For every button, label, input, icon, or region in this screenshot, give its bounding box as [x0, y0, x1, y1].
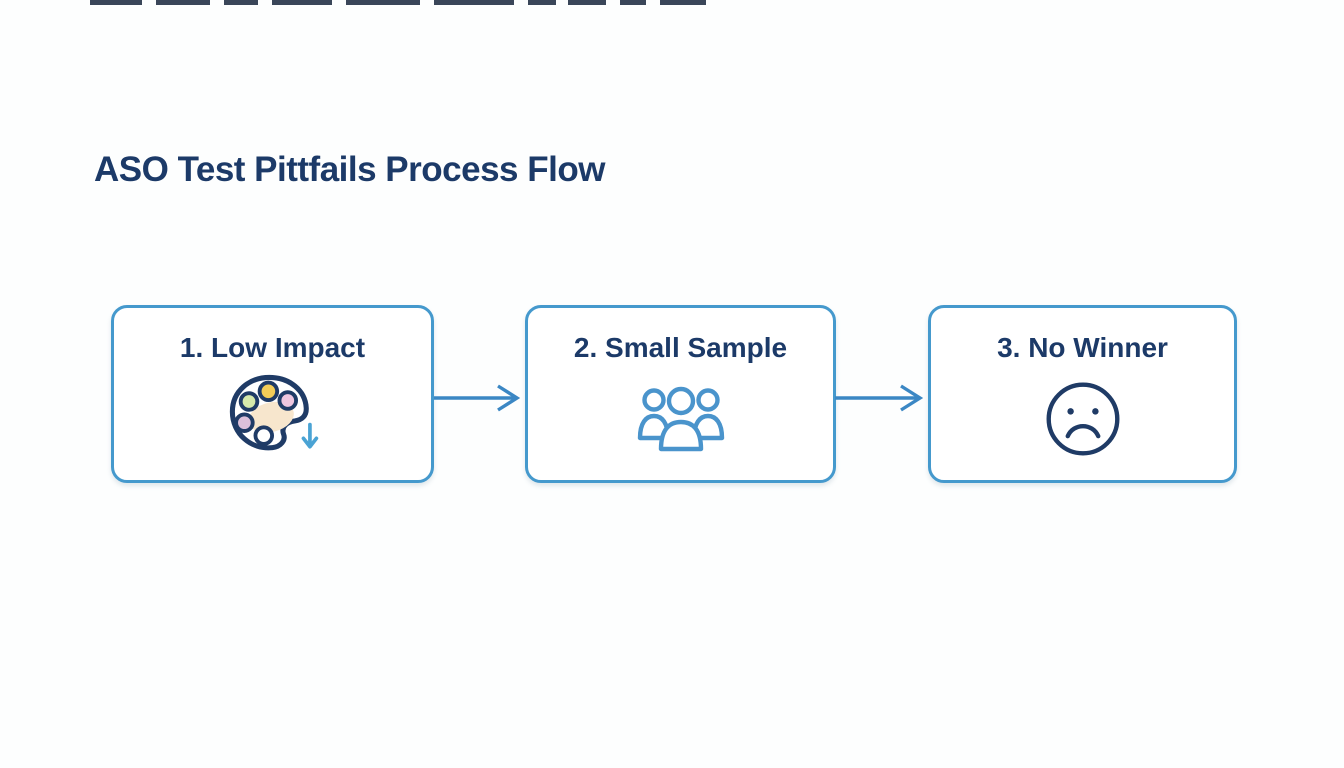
- step-box-low-impact: 1. Low Impact: [111, 305, 434, 483]
- clipped-text-fragment: [90, 0, 706, 5]
- arrow-down-icon: [301, 422, 318, 449]
- step-label: 3. No Winner: [997, 332, 1168, 363]
- palette-icon: [225, 358, 321, 480]
- page-title: ASO Test Pittfails Process Flow: [94, 150, 605, 189]
- step-box-small-sample: 2. Small Sample: [525, 305, 836, 483]
- step-box-no-winner: 3. No Winner: [928, 305, 1237, 483]
- sad-face-icon: [1043, 358, 1123, 480]
- step-label: 1. Low Impact: [179, 332, 366, 363]
- step-label: 2. Small Sample: [573, 332, 788, 363]
- people-icon: [637, 358, 725, 480]
- arrow-right-icon: [434, 384, 521, 412]
- arrow-right-icon: [835, 384, 924, 412]
